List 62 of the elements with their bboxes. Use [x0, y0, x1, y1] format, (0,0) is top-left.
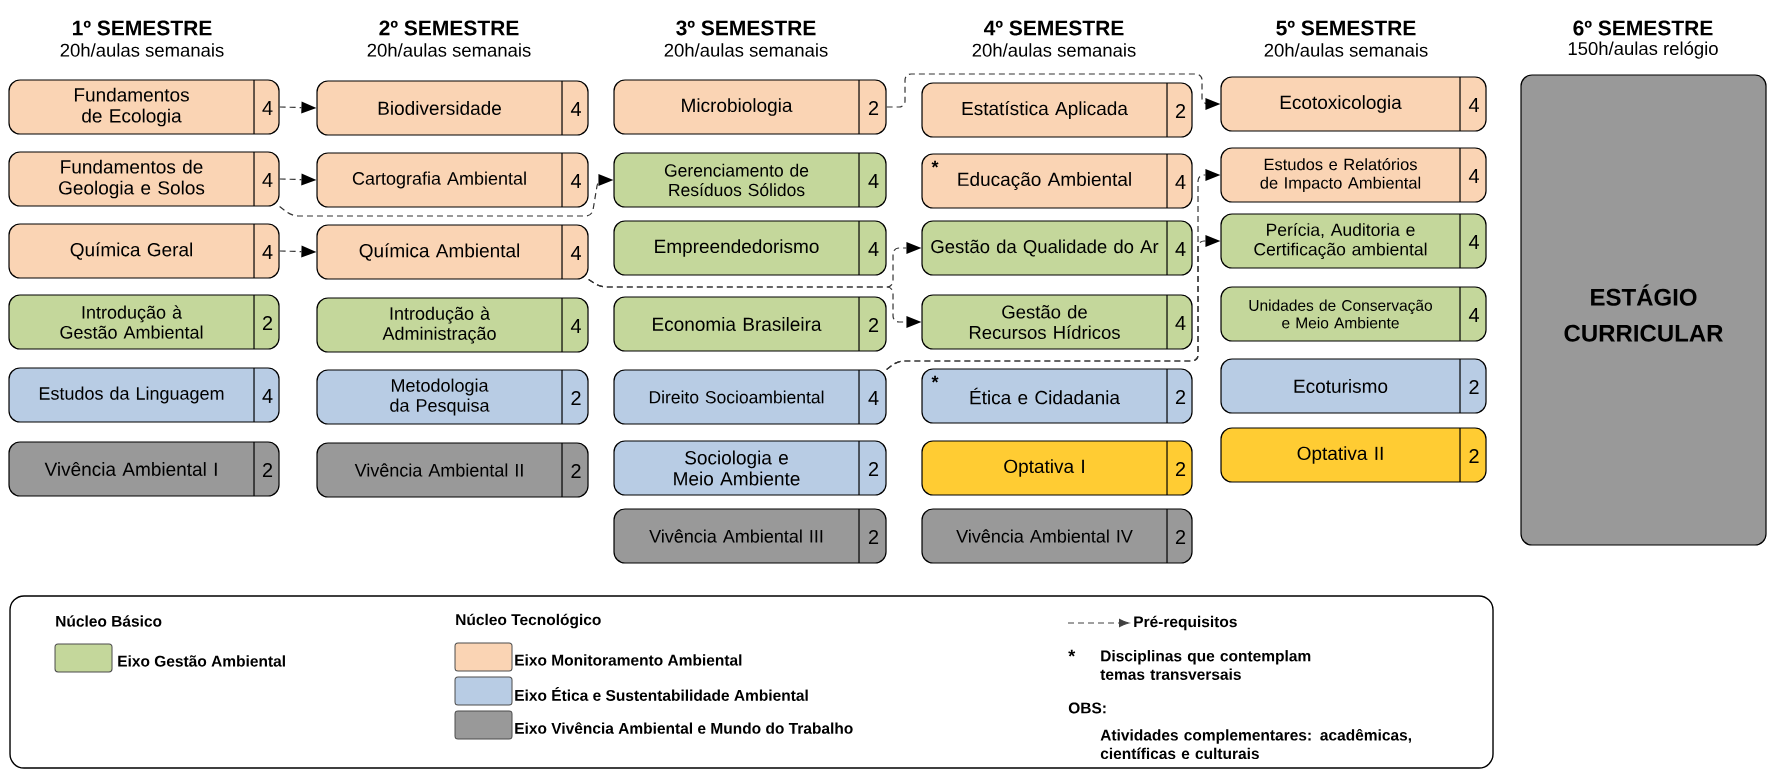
semester-heading: 4º SEMESTRE [984, 20, 1124, 36]
course-box: Introdução à Gestão Ambiental 2 [8, 294, 280, 350]
legend-text: Disciplinas que contemplam temas transversais [1100, 650, 1311, 680]
prerequisite-arrow [279, 174, 614, 217]
prerequisite-arrow [886, 73, 1221, 110]
semester-heading: 2º SEMESTRE [379, 20, 519, 36]
internship-box: ESTÁGIO CURRICULAR [1520, 74, 1767, 546]
semester-hours: 20h/aulas semanais [367, 43, 531, 57]
course-box: Introdução à Administração 4 [316, 297, 589, 353]
course-box: Fundamentos de Ecologia 4 [8, 79, 280, 135]
course-box: Optativa I 2 [921, 440, 1193, 496]
course-box: Gerenciamento de Resíduos Sólidos 4 [613, 152, 887, 208]
course-box: Vivência Ambiental I 2 [8, 441, 280, 497]
course-box: Microbiologia 2 [613, 79, 887, 135]
course-box: Vivência Ambiental III 2 [613, 508, 887, 564]
legend-text: Eixo Vivência Ambiental e Mundo do Trabalho [515, 722, 853, 734]
course-box: Fundamentos de Geologia e Solos 4 [8, 151, 280, 207]
semester-hours: 20h/aulas semanais [664, 43, 828, 57]
course-box: Sociologia e Meio Ambiente 2 [613, 440, 887, 496]
course-box: Estudos da Linguagem 4 [8, 367, 280, 423]
course-box: Química Geral 4 [8, 223, 280, 279]
note-text: Atividades complementares: acadêmicas, científicas e culturais [1100, 728, 1411, 760]
semester-hours: 20h/aulas semanais [60, 43, 224, 57]
course-box: Vivência Ambiental II 2 [316, 442, 589, 498]
semester-hours: 20h/aulas semanais [972, 43, 1136, 57]
legend-heading: OBS: [1068, 702, 1106, 714]
prerequisite-arrow [588, 279, 922, 328]
prerequisite-arrow [279, 101, 317, 114]
legend-heading: Núcleo Tecnológico [456, 613, 601, 629]
course-box: Vivência Ambiental IV 2 [921, 508, 1193, 564]
prerequisite-arrow [279, 173, 317, 186]
legend-text: Pré-requisitos [1134, 615, 1237, 631]
course-box: Estudos e Relatórios de Impacto Ambiental 4 [1220, 147, 1487, 203]
course-box: Ecoturismo 2 [1220, 358, 1487, 414]
semester-heading: 3º SEMESTRE [676, 20, 816, 36]
course-box: Gestão da Qualidade do Ar 4 [921, 220, 1193, 276]
legend-text: Eixo Ética e Sustentabilidade Ambiental [515, 687, 808, 701]
course-box: Perícia, Auditoria e Certificação ambiental 4 [1220, 213, 1487, 269]
course-box: Ética e Cidadania 2 * [921, 368, 1193, 424]
course-box: Empreendedorismo 4 [613, 220, 887, 276]
course-box: Unidades de Conservação e Meio Ambiente 4 [1220, 286, 1487, 342]
legend-heading: Núcleo Básico [56, 615, 162, 627]
course-box: Ecotoxicologia 4 [1220, 76, 1487, 132]
prerequisite-arrow [886, 235, 1221, 370]
legend-text: Eixo Gestão Ambiental [118, 655, 285, 667]
course-box: Cartografia Ambiental 4 [316, 152, 589, 208]
course-box: Optativa II 2 [1220, 427, 1487, 483]
semester-heading: 6º SEMESTRE [1573, 20, 1713, 36]
course-box: Gestão de Recursos Hídricos 4 [921, 294, 1193, 350]
course-box: Biodiversidade 4 [316, 80, 589, 136]
semester-hours: 20h/aulas semanais [1264, 43, 1428, 57]
course-box: Química Ambiental 4 [316, 224, 589, 280]
course-box: Metodologia da Pesquisa 2 [316, 369, 589, 425]
semester-heading: 5º SEMESTRE [1276, 20, 1416, 36]
course-box: Educação Ambiental 4 * [921, 153, 1193, 209]
semester-heading: 1º SEMESTRE [73, 20, 212, 36]
course-box: Direito Socioambiental 4 [613, 369, 887, 425]
course-box: Economia Brasileira 2 [613, 296, 887, 352]
legend-text: Eixo Monitoramento Ambiental [515, 654, 742, 666]
asterisk-mark: * [1068, 649, 1076, 657]
course-box: Estatística Aplicada 2 [921, 82, 1193, 138]
prerequisite-arrow [279, 245, 317, 258]
